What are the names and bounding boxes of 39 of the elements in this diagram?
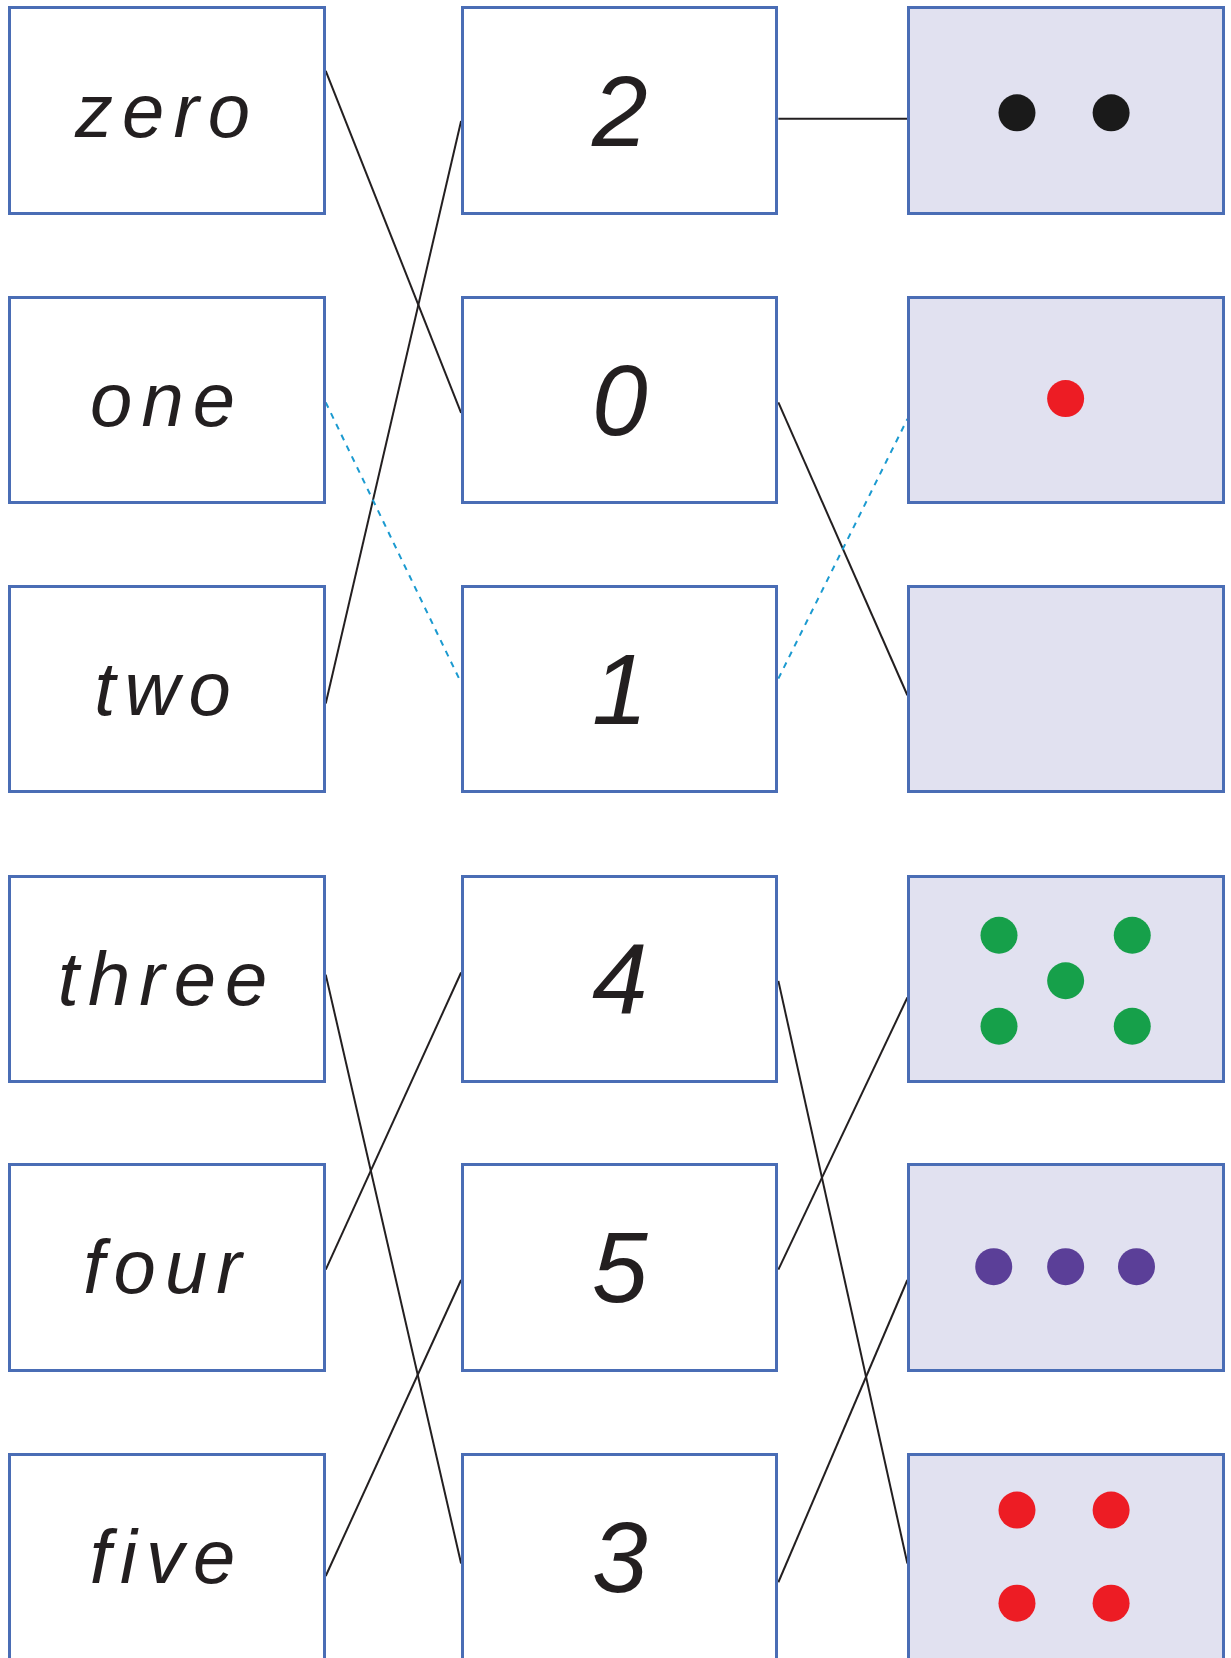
connector-line	[324, 119, 463, 705]
connector-line	[324, 69, 463, 414]
dot-card	[907, 1453, 1225, 1658]
number-word: zero	[74, 72, 260, 149]
numeral-card	[461, 584, 779, 794]
numeral: 0	[591, 350, 648, 451]
dot-card	[907, 1163, 1225, 1372]
number-word: two	[94, 651, 240, 727]
word-card	[8, 6, 326, 215]
connector-line	[777, 996, 909, 1271]
word-card	[8, 1163, 326, 1372]
numeral-card	[461, 6, 779, 215]
numeral: 5	[591, 1217, 648, 1318]
connector-line	[777, 979, 909, 1565]
dot-card	[907, 584, 1225, 794]
dot-card	[907, 296, 1225, 505]
numeral-card	[461, 1163, 779, 1372]
connector-line	[324, 973, 463, 1565]
connector-line	[777, 117, 909, 120]
numeral-card	[461, 874, 779, 1083]
numeral: 4	[591, 928, 648, 1029]
connector-line	[324, 1279, 463, 1577]
word-card	[8, 1453, 326, 1658]
word-card	[8, 296, 326, 505]
connector-line	[324, 971, 463, 1271]
number-word: four	[83, 1229, 251, 1306]
numeral: 3	[591, 1507, 648, 1608]
numeral-card	[461, 1453, 779, 1658]
number-word: three	[57, 940, 277, 1017]
word-card	[8, 874, 326, 1083]
dot-card	[907, 874, 1225, 1083]
word-card	[8, 584, 326, 794]
numeral: 2	[591, 60, 648, 161]
number-word: one	[90, 362, 245, 439]
connector-line	[777, 1279, 909, 1584]
numeral-card	[461, 296, 779, 505]
numeral: 1	[591, 639, 648, 739]
number-word: five	[89, 1519, 245, 1596]
dot-card	[907, 6, 1225, 215]
